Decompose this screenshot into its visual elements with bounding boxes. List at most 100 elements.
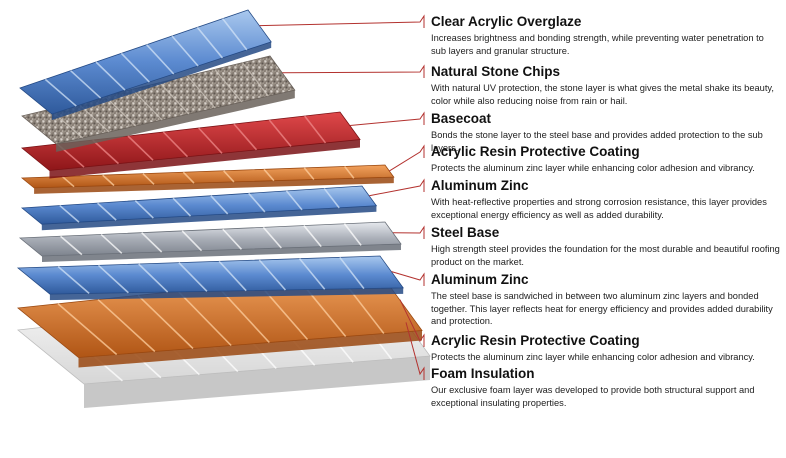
sheet-rib [138, 263, 169, 293]
layer-title: Natural Stone Chips [431, 64, 561, 79]
sheet-rib [196, 26, 224, 59]
sheet-rib [343, 223, 362, 246]
layer-title: Acrylic Resin Protective Coating [431, 144, 640, 159]
sheet-rib [120, 52, 150, 83]
leader-line-1 [259, 14, 425, 28]
layer-title: Steel Base [431, 225, 500, 240]
sheet-rib [44, 78, 77, 107]
layer-title: Foam Insulation [431, 366, 535, 381]
leader-line-9 [405, 322, 425, 380]
sheet-rib [218, 260, 247, 292]
sheet-3-red [21, 111, 361, 179]
sheet-rib [97, 202, 117, 221]
layer-label-3: Basecoat Bonds the stone layer to the st… [431, 111, 781, 154]
layer-label-5: Aluminum Zinc With heat-reflective prope… [431, 178, 781, 221]
sheet-rib [339, 256, 365, 290]
sheet-rib [134, 200, 154, 219]
sheet-rib [172, 197, 192, 217]
leader-line-8 [399, 299, 425, 347]
layer-title: Aluminum Zinc [431, 272, 529, 287]
sheet-edge [42, 244, 401, 262]
sheet-rib [262, 226, 282, 249]
layer-description: Bonds the stone layer to the steel base … [431, 130, 763, 153]
sheet-rib [146, 44, 175, 75]
sheet-rib [223, 170, 235, 183]
sheet-edge [49, 139, 360, 179]
sheet-edge [41, 205, 377, 231]
leader-line-7 [391, 271, 425, 286]
layer-label-7: Aluminum Zinc The steel base is sandwich… [431, 272, 781, 328]
sheet-rib [222, 228, 243, 250]
sheet-rib [57, 303, 118, 356]
layer-label-2: Natural Stone Chips With natural UV prot… [431, 64, 781, 107]
sheet-rib [181, 230, 203, 252]
sheet-rib [303, 225, 322, 248]
leader-line-4 [389, 144, 425, 172]
sheet-rib [177, 290, 232, 347]
sheet-rib [131, 88, 163, 121]
sheet-rib [198, 127, 223, 154]
layer-label-8: Acrylic Resin Protective Coating Protect… [431, 333, 781, 364]
layer-title: Aluminum Zinc [431, 178, 529, 193]
sheet-rib [304, 115, 327, 144]
layer-description: With heat-reflective properties and stro… [431, 197, 767, 220]
layer-title: Clear Acrylic Overglaze [431, 14, 582, 29]
layer-label-9: Foam Insulation Our exclusive foam layer… [431, 366, 781, 409]
sheet-surface [16, 255, 404, 295]
leader-line-5 [369, 178, 425, 197]
sheet-rib [323, 187, 340, 209]
sheet-rib [171, 35, 199, 67]
sheet-rib [61, 175, 75, 188]
sheet-rib [214, 68, 243, 103]
sheet-rib [233, 123, 258, 151]
layer-description: The steel base is sandwiched in between … [431, 291, 773, 326]
sheet-rib [222, 18, 248, 51]
sheet-rib [186, 75, 216, 109]
sheet-rib [263, 168, 275, 182]
sheet-rib [92, 139, 120, 165]
layer-description: With natural UV protection, the stone la… [431, 83, 774, 106]
layer-title: Basecoat [431, 111, 492, 126]
sheet-edge [78, 330, 422, 368]
sheet-1-blue [19, 9, 272, 121]
sheet-edge [56, 90, 295, 152]
sheet-rib [102, 174, 115, 187]
sheet-rib [182, 171, 195, 184]
layer-label-4: Acrylic Resin Protective Coating Protect… [431, 144, 781, 175]
sheet-rib [57, 266, 90, 295]
sheet-rib [141, 232, 163, 253]
sheet-rib [100, 233, 123, 254]
sheet-rib [97, 264, 129, 294]
sheet-rib [248, 192, 266, 213]
sheet-rib [268, 119, 292, 147]
sheet-rib [258, 259, 287, 291]
sheet-edge [49, 287, 404, 301]
sheet-rib [298, 258, 326, 290]
sheet-5-blue [20, 185, 378, 231]
sheet-rib [162, 131, 189, 158]
sheet-rib [142, 173, 155, 185]
sheet-7-blue [16, 255, 404, 301]
sheet-rib [97, 298, 156, 353]
leader-line-3 [349, 111, 425, 126]
leader-line-2 [282, 64, 425, 78]
sheet-rib [95, 61, 126, 91]
sheet-edge [84, 356, 430, 408]
sheet-rib [210, 195, 229, 215]
layer-title: Acrylic Resin Protective Coating [431, 333, 640, 348]
sheet-edge [34, 177, 394, 194]
leader-line-6 [392, 225, 425, 239]
sheet-edge [51, 41, 272, 121]
sheet-rib [59, 204, 80, 223]
layer-label-1: Clear Acrylic Overglaze Increases bright… [431, 14, 781, 57]
sheet-rib [159, 82, 190, 115]
layer-description: Increases brightness and bonding strengt… [431, 33, 764, 56]
sheet-rib [178, 262, 208, 292]
layer-description: Our exclusive foam layer was developed t… [431, 385, 755, 408]
layer-label-6: Steel Base High strength steel provides … [431, 225, 781, 268]
layer-description: Protects the aluminum zinc layer while e… [431, 163, 755, 173]
sheet-rib [285, 190, 303, 211]
sheet-rib [241, 62, 269, 97]
